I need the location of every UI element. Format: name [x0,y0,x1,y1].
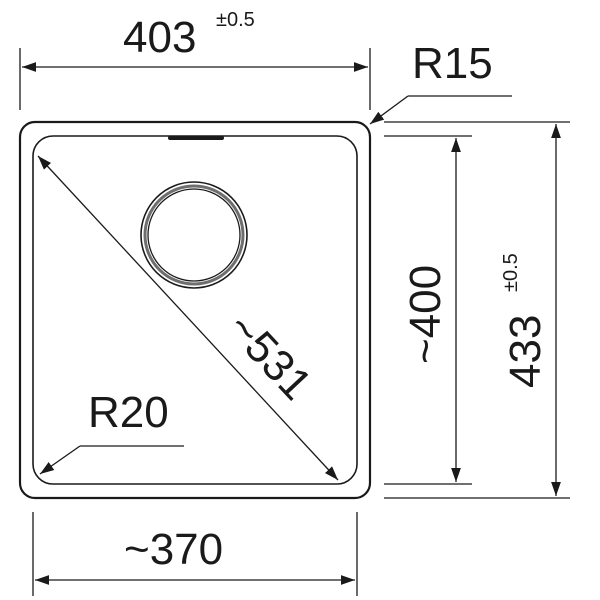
corner-radius-inner-label: R20 [88,388,169,437]
diagonal-label: ~531 [218,303,321,409]
overall-height-tolerance: ±0.5 [500,253,522,292]
overall-height-value: 433 [501,315,550,388]
overall-width-tolerance: ±0.5 [216,9,255,31]
inner-height-label: ~400 [401,265,450,364]
overall-width-value: 403 [123,13,196,62]
r20-leader-arrow [39,445,81,475]
drain-icon [140,181,248,289]
inner-width-label: ~370 [124,525,223,574]
corner-radius-outer-label: R15 [412,39,493,88]
diagonal-dimension-line [37,155,339,481]
sink-outer-rim [18,120,372,500]
sink-inner-bowl [32,135,358,485]
r15-leader-arrow [369,95,409,125]
